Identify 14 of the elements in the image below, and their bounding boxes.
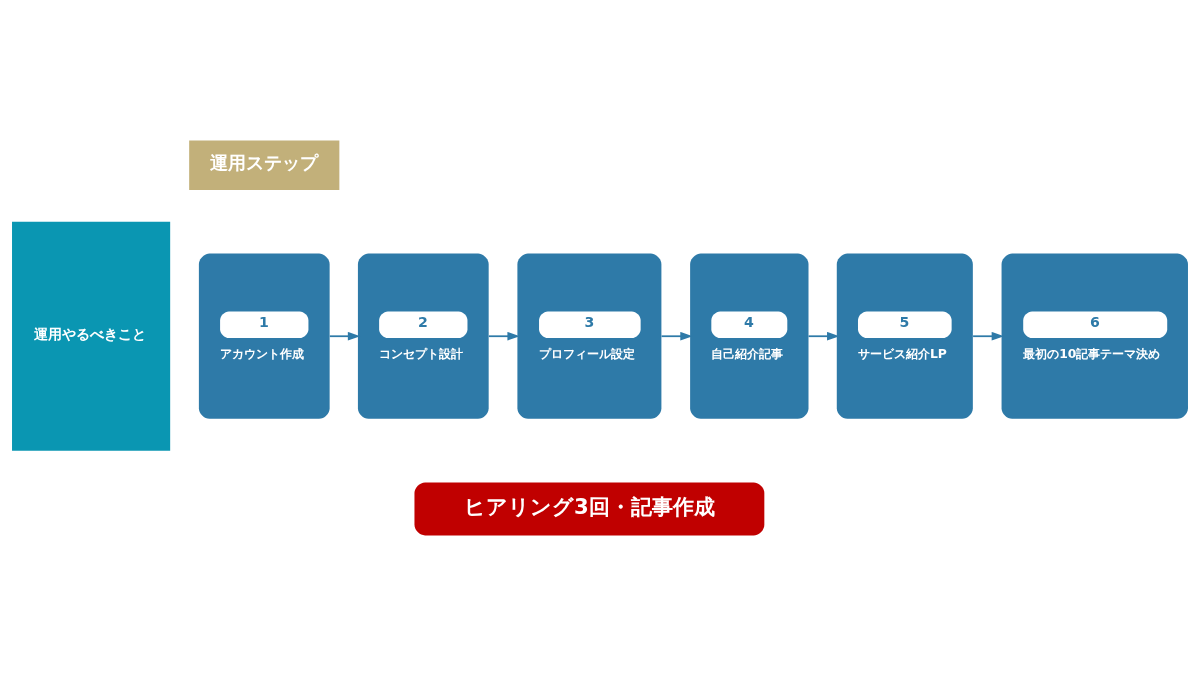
arrow	[972, 331, 1005, 341]
node-box: 4 自己紹介記事	[690, 253, 809, 419]
arrow	[487, 331, 520, 341]
arrow	[328, 331, 361, 341]
node-box: 運用やるべきこと	[12, 221, 171, 451]
node-box: 5 サービス紹介LP	[836, 253, 973, 419]
arrow	[807, 331, 840, 341]
node-box: 1 アカウント作成	[198, 253, 330, 419]
node-box: 運用ステップ	[189, 140, 340, 190]
arrow	[660, 331, 693, 341]
node-box: 2 コンセプト設計	[357, 253, 489, 419]
node-box: 6 最初の10記事テーマ決め	[1001, 253, 1188, 419]
node-box: 3 プロフィール設定	[517, 253, 662, 419]
node-box: ヒアリング3回・記事作成	[414, 481, 765, 535]
